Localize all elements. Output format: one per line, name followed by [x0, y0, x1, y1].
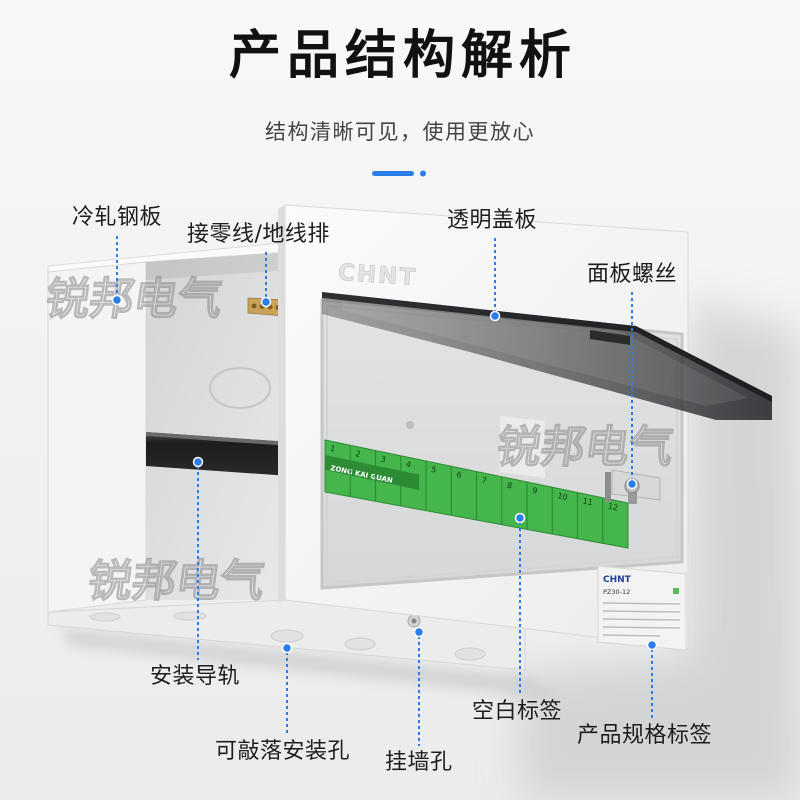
callout-spec-label: 产品规格标签 — [577, 723, 713, 748]
watermark-text: 锐邦电气 — [42, 274, 225, 325]
box-interior-top-shade — [146, 252, 290, 280]
leader-dot — [281, 642, 293, 654]
label-strip-number: 9 — [531, 486, 538, 496]
callout-wall-hole: 挂墙孔 — [385, 750, 453, 775]
leader-dot — [111, 294, 123, 306]
din-rail-highlight — [146, 432, 290, 446]
leader-dot — [646, 639, 658, 651]
leader-panel-screw — [626, 292, 638, 490]
screw-post — [605, 472, 611, 502]
back-plate-opening — [500, 416, 545, 478]
leader-transparent-cover — [489, 238, 501, 322]
box-drop-shadow — [60, 628, 560, 700]
leader-knockout-holes — [281, 642, 293, 735]
knockout-hole — [270, 629, 304, 643]
spec-label-brand: CHNT — [603, 575, 632, 585]
divider-bar — [372, 171, 414, 176]
box-interior — [146, 252, 290, 600]
label-strip-number: 8 — [506, 481, 513, 491]
callout-knockout-holes: 可敲落安装孔 — [215, 739, 351, 764]
leader-dot — [413, 626, 425, 638]
cover-reflection — [342, 302, 748, 406]
din-rail — [146, 432, 290, 476]
knockout-hole — [344, 637, 376, 651]
callout-panel-screw: 面板螺丝 — [587, 262, 678, 287]
front-panel-logo: CHNT — [337, 260, 418, 291]
spec-label-cert-icon — [673, 588, 679, 594]
label-strip-number: 11 — [582, 496, 594, 507]
steel-box — [47, 241, 526, 671]
callout-blank-label: 空白标签 — [472, 699, 563, 724]
callout-busbar: 接零线/地线排 — [187, 222, 330, 247]
watermark-text: 锐邦电气 — [494, 422, 677, 473]
label-strip-number: 2 — [355, 449, 362, 459]
spec-label: CHNT PZ30-12 — [597, 565, 687, 651]
spec-label-fine-print — [602, 634, 661, 637]
wall-shadow — [520, 300, 800, 800]
watermark-text: 锐邦电气 — [85, 556, 268, 607]
leader-blank-label — [514, 512, 526, 695]
spec-label-fine-print — [602, 618, 681, 621]
leader-cold-rolled-steel — [111, 236, 123, 306]
label-strip-number: 5 — [430, 465, 437, 475]
box-interior-emboss — [209, 367, 271, 409]
screw-thread — [628, 488, 637, 504]
title-divider — [372, 170, 426, 177]
callout-leaders — [111, 236, 658, 746]
leader-dot — [260, 296, 272, 308]
callout-transparent-cover: 透明盖板 — [447, 208, 538, 233]
spec-label-fine-print — [602, 610, 681, 613]
front-panel-edge — [278, 205, 285, 603]
leader-dot — [514, 512, 526, 524]
spec-label-fine-print — [602, 626, 681, 629]
knockout-hole — [454, 647, 486, 661]
label-strip-number: 3 — [380, 454, 387, 464]
spec-label-fine-print — [602, 602, 681, 605]
leader-wall-hole — [413, 626, 425, 746]
leader-dot — [192, 456, 204, 468]
label-strip-number: 6 — [456, 470, 463, 480]
callout-din-rail: 安装导轨 — [150, 664, 241, 689]
knockout-hole — [89, 612, 121, 622]
back-plate-hole — [406, 421, 414, 429]
leader-spec-label — [646, 639, 658, 719]
leader-busbar — [260, 252, 272, 308]
spec-label-model: PZ30-12 — [603, 588, 630, 596]
label-strip-number: 1 — [329, 444, 336, 454]
page-title: 产品结构解析 — [228, 26, 577, 86]
cover-body — [322, 292, 772, 420]
cover-latch — [590, 330, 630, 345]
divider-dot — [420, 170, 426, 177]
page-subtitle: 结构清晰可见，使用更放心 — [265, 120, 535, 144]
wall-hanging-hole-center — [411, 618, 417, 624]
knockout-hole — [173, 611, 207, 621]
leader-din-rail — [192, 456, 204, 660]
label-strip-number: 7 — [481, 475, 488, 485]
label-strip-number: 10 — [557, 491, 569, 502]
callout-cold-rolled-steel: 冷轧钢板 — [72, 205, 163, 230]
busbar-screw — [251, 303, 257, 309]
transparent-cover — [322, 292, 772, 420]
leader-dot — [489, 310, 501, 322]
label-strip-number: 4 — [405, 460, 412, 470]
leader-dot — [626, 478, 638, 490]
spec-label-body — [597, 565, 687, 651]
label-strip-number: 12 — [607, 502, 619, 513]
label-strip-header — [325, 455, 419, 490]
